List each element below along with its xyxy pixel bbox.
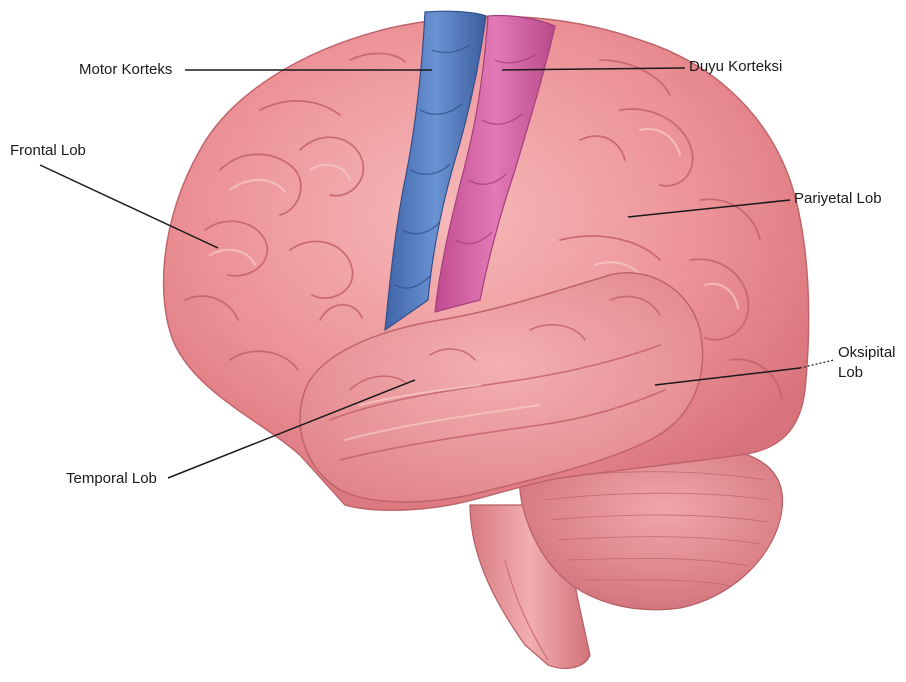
label-frontal-lob: Frontal Lob [10,141,86,161]
label-pariyetal-lob: Pariyetal Lob [794,189,882,209]
label-duyu-korteksi: Duyu Korteksi [689,57,782,77]
label-oksipital-line1: Oksipital [838,343,896,363]
label-motor-korteks: Motor Korteks [79,60,172,80]
label-oksipital-lob: Oksipital Lob [838,343,896,383]
label-temporal-lob: Temporal Lob [66,469,157,489]
label-oksipital-line2: Lob [838,363,896,383]
